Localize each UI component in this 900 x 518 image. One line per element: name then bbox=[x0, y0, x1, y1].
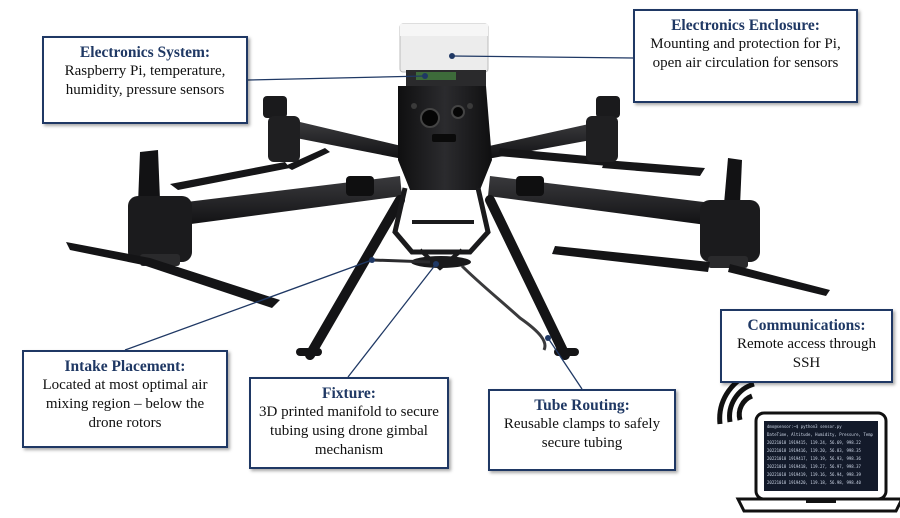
callout-electronics-system: Electronics System: Raspberry Pi, temper… bbox=[42, 36, 248, 124]
leader-lines bbox=[124, 55, 634, 390]
callout-text: Reusable clamps to safely secure tubing bbox=[503, 416, 661, 451]
drone-body bbox=[398, 86, 492, 190]
front-motors bbox=[128, 150, 760, 268]
svg-text:DateTime, Altitude, Humidity,: DateTime, Altitude, Humidity, Pressure, … bbox=[767, 432, 874, 437]
callout-title: Tube Routing: bbox=[534, 397, 630, 414]
callout-title: Intake Placement: bbox=[64, 358, 186, 375]
callout-title: Electronics System: bbox=[79, 44, 211, 61]
front-propellers bbox=[66, 242, 830, 308]
svg-text:20221018 1919418, 119.27, 56.9: 20221018 1919418, 119.27, 56.97, 998.37 bbox=[767, 464, 862, 469]
callout-title: Communications: bbox=[747, 317, 866, 334]
callout-text: Raspberry Pi, temperature, humidity, pre… bbox=[64, 63, 226, 98]
landing-gear bbox=[296, 195, 579, 360]
callout-text: Located at most optimal air mixing regio… bbox=[42, 377, 208, 431]
callout-text: Remote access through SSH bbox=[736, 336, 877, 371]
callout-electronics-enclosure: Electronics Enclosure: Mounting and prot… bbox=[633, 9, 858, 103]
callout-text: 3D printed manifold to secure tubing usi… bbox=[259, 404, 439, 458]
svg-text:20221018 1919419, 119.16, 56.9: 20221018 1919419, 119.16, 56.94, 998.39 bbox=[767, 472, 862, 477]
callout-intake-placement: Intake Placement: Located at most optima… bbox=[22, 350, 228, 448]
callout-title: Electronics Enclosure: bbox=[671, 17, 820, 34]
callout-title: Fixture: bbox=[322, 385, 376, 402]
svg-text:20221018 1919415, 119.24, 56.6: 20221018 1919415, 119.24, 56.69, 998.22 bbox=[767, 440, 862, 445]
intake-tube bbox=[460, 264, 547, 351]
callout-fixture: Fixture: 3D printed manifold to secure t… bbox=[249, 377, 449, 469]
callout-text: Mounting and protection for Pi, open air… bbox=[650, 36, 841, 71]
leader-dots bbox=[369, 53, 551, 341]
svg-text:dmo@sensor:~$ python3 sensor.p: dmo@sensor:~$ python3 sensor.py bbox=[767, 424, 842, 429]
front-arms bbox=[170, 176, 720, 226]
callout-tube-routing: Tube Routing: Reusable clamps to safely … bbox=[488, 389, 676, 471]
gimbal-fixture bbox=[371, 187, 491, 271]
laptop-icon: dmo@sensor:~$ python3 sensor.py DateTime… bbox=[735, 411, 900, 513]
rear-propellers bbox=[170, 148, 705, 190]
callout-communications: Communications: Remote access through SS… bbox=[720, 309, 893, 383]
svg-text:20221018 1919420, 119.18, 56.9: 20221018 1919420, 119.18, 56.98, 998.40 bbox=[767, 480, 862, 485]
svg-text:20221018 1919417, 119.19, 56.9: 20221018 1919417, 119.19, 56.93, 998.36 bbox=[767, 456, 862, 461]
svg-text:20221018 1919416, 119.20, 56.8: 20221018 1919416, 119.20, 56.83, 998.35 bbox=[767, 448, 862, 453]
rear-motors bbox=[263, 96, 620, 162]
